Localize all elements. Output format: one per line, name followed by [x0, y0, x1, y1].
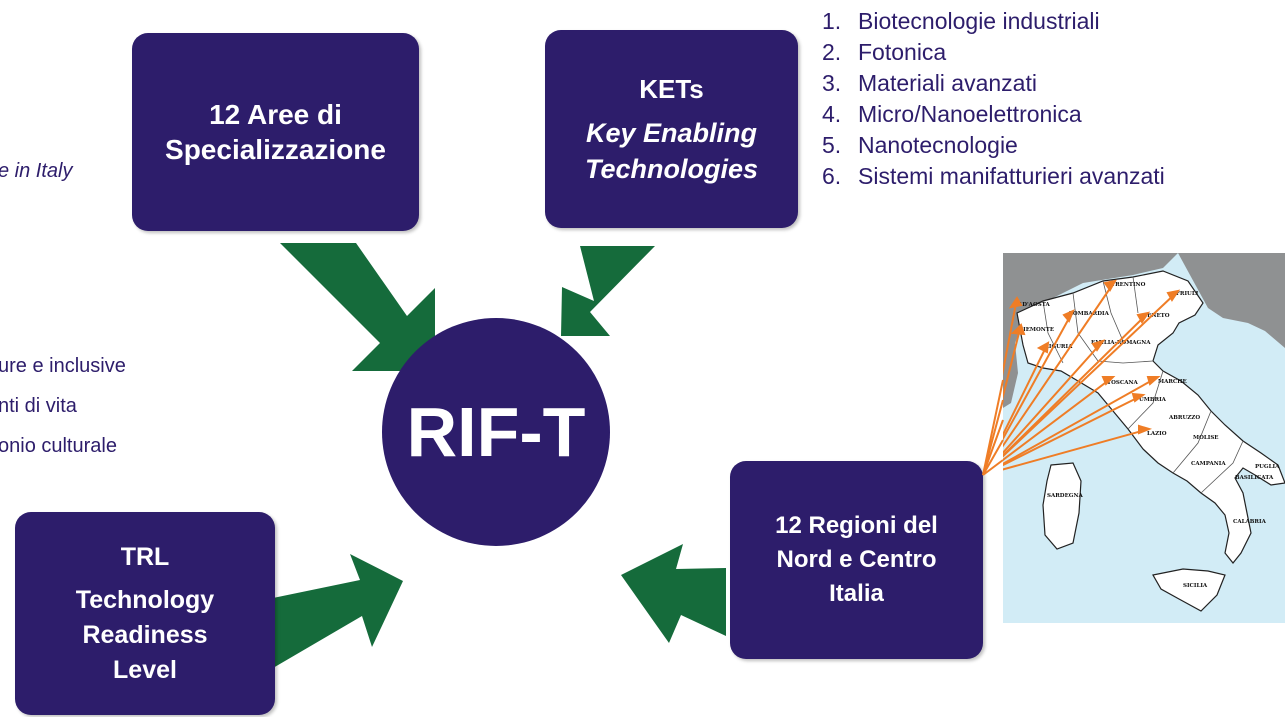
map-label-friuli: FRIULI — [1176, 291, 1199, 297]
box-regioni-line3: Italia — [829, 580, 884, 607]
box-kets-line1: Key Enabling — [585, 118, 758, 148]
map-outside-land-west — [1003, 253, 1178, 408]
box-trl-line3: Level — [113, 655, 177, 684]
map-label-sicilia: SICILIA — [1183, 583, 1208, 589]
kets-list-item-number: 5. — [822, 132, 842, 158]
kets-list-item-label: Biotecnologie industriali — [858, 8, 1100, 34]
map-label-lazio: LAZIO — [1147, 431, 1167, 437]
box-trl-line1: Technology — [75, 585, 215, 614]
kets-list-item-label: Materiali avanzati — [858, 70, 1037, 96]
kets-list-item-number: 4. — [822, 101, 842, 127]
map-label-basilicata: BASILICATA — [1235, 475, 1274, 481]
map-label-abruzzo: ABRUZZO — [1168, 415, 1200, 421]
box-trl: TRL Technology Readiness Level — [15, 512, 275, 715]
map-label-puglia: PUGLIA — [1255, 464, 1280, 470]
kets-list-item-number: 6. — [822, 163, 842, 189]
arrow-trl-to-center — [273, 554, 403, 668]
kets-list-item-number: 3. — [822, 70, 842, 96]
map-label-veneto: VENETO — [1142, 313, 1170, 319]
kets-list-item: 5. Nanotecnologie — [822, 130, 1165, 161]
kets-list-item-label: Fotonica — [858, 39, 947, 65]
box-regioni-line1: 12 Regioni del — [775, 512, 938, 539]
map-label-molise: MOLISE — [1193, 435, 1218, 441]
sardinia — [1042, 462, 1082, 550]
box-regioni: 12 Regioni del Nord e Centro Italia — [730, 461, 983, 659]
map-label-piemonte: PIEMONTE — [1019, 327, 1054, 333]
map-label-trentino: TRENTINO — [1111, 282, 1146, 288]
map-label-marche: MARCHE — [1158, 379, 1187, 385]
cut-text-line-3: onio culturale — [0, 435, 117, 457]
kets-list-item-label: Nanotecnologie — [858, 132, 1018, 158]
map-label-emilia-romagna: EMILIA-ROMAGNA — [1091, 340, 1151, 346]
box-kets-line2: Technologies — [584, 154, 759, 184]
box-trl-title: TRL — [120, 542, 170, 571]
box-kets: KETs Key Enabling Technologies — [545, 30, 798, 228]
arrow-kets-to-center — [561, 246, 655, 336]
map-label-lombardia: LOMBARDIA — [1069, 311, 1110, 317]
kets-list-item-label: Sistemi manifatturieri avanzati — [858, 163, 1165, 189]
box-aree-line2: Specializzazione — [165, 134, 386, 165]
map-label-toscana: TOSCANA — [1107, 380, 1139, 386]
map-outside-land-east — [1178, 253, 1285, 348]
box-trl-line2: Readiness — [82, 620, 208, 649]
cut-text-line-1: ure e inclusive — [0, 355, 126, 377]
region-borders — [1042, 276, 1244, 494]
box-regioni-line2: Nord e Centro — [776, 546, 937, 573]
cut-text-made-in-italy: e in Italy — [0, 160, 73, 182]
arrow-aree-to-center — [280, 243, 435, 371]
map-arrows — [1003, 279, 1181, 471]
box-kets-title: KETs — [639, 74, 704, 104]
kets-list-item: 2. Fotonica — [822, 37, 1165, 68]
map-label-campania: CAMPANIA — [1191, 461, 1226, 467]
kets-list: 1. Biotecnologie industriali 2. Fotonica 3… — [822, 6, 1165, 192]
sicily — [1152, 568, 1226, 612]
map-label-umbria: UMBRIA — [1139, 397, 1167, 403]
arrow-regioni-to-center — [621, 544, 726, 643]
center-circle: RIF-T — [382, 318, 610, 546]
kets-list-item: 6. Sistemi manifatturieri avanzati — [822, 161, 1165, 192]
italy-map: V.D'AOSTA PIEMONTE LIGURIA LOMBARDIA TRE… — [1003, 253, 1285, 623]
kets-list-item-number: 2. — [822, 39, 842, 65]
kets-list-item-label: Micro/Nanoelettronica — [858, 101, 1082, 127]
kets-list-item-number: 1. — [822, 8, 842, 34]
kets-list-item: 4. Micro/Nanoelettronica — [822, 99, 1165, 130]
map-label-valle-daosta: V.D'AOSTA — [1016, 302, 1050, 308]
cut-text-line-2: nti di vita — [0, 395, 77, 417]
map-label-liguria: LIGURIA — [1045, 344, 1073, 350]
kets-list-item: 3. Materiali avanzati — [822, 68, 1165, 99]
box-aree-line1: 12 Aree di — [209, 99, 342, 130]
box-aree-specializzazione: 12 Aree di Specializzazione — [132, 33, 419, 231]
kets-list-item: 1. Biotecnologie industriali — [822, 6, 1165, 37]
map-label-sardegna: SARDEGNA — [1047, 493, 1083, 499]
center-label: RIF-T — [406, 393, 586, 471]
map-label-calabria: CALABRIA — [1233, 519, 1267, 525]
